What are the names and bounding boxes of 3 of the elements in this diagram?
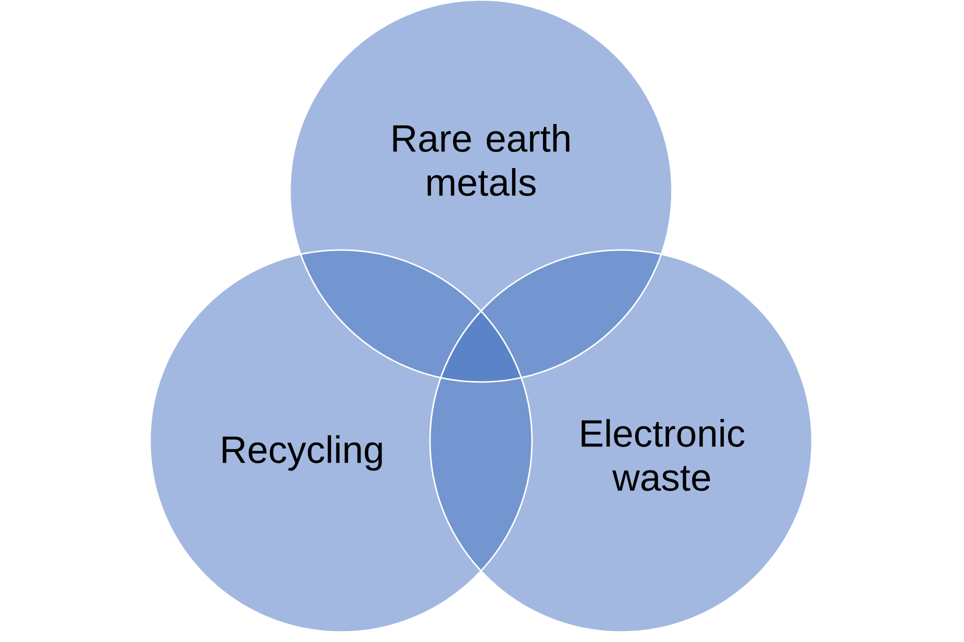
node-label: Rare earth metals — [393, 124, 570, 196]
node-label: Recycling — [222, 435, 382, 471]
node-label: Electronic waste — [582, 419, 744, 491]
